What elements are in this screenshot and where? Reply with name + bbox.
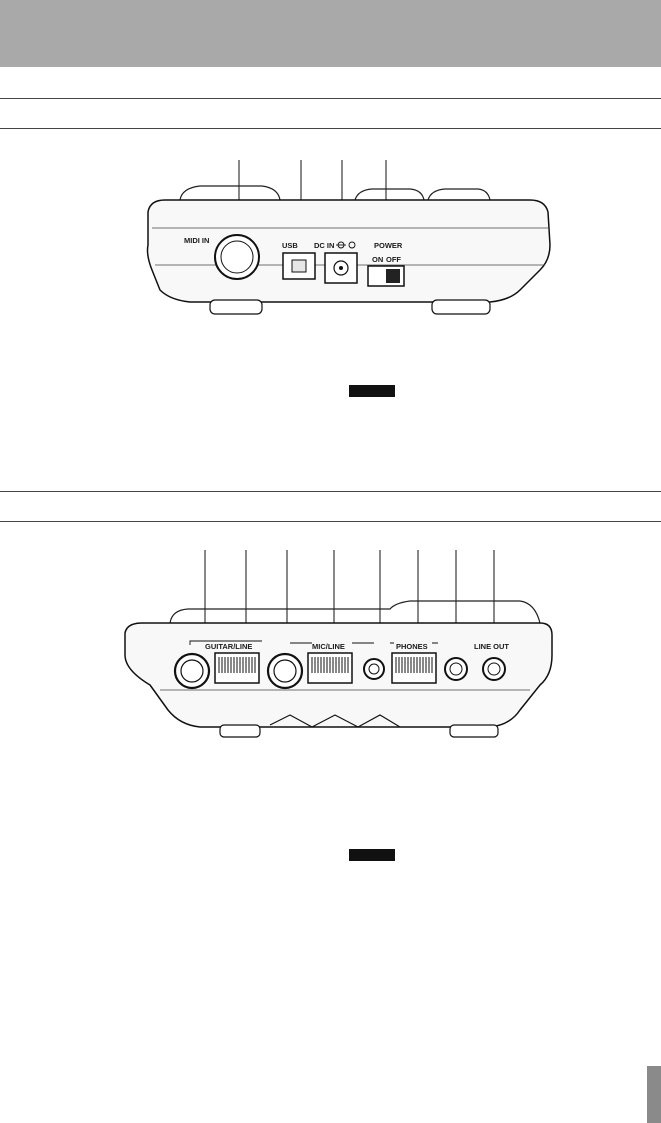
dc-in-label: DC IN	[314, 241, 334, 250]
rear-panel-diagram: MIDI IN USB DC IN POWER ON OFF	[0, 150, 661, 330]
midi-in-label: MIDI IN	[184, 236, 209, 245]
section-rule-top-2	[0, 128, 661, 129]
section-rule-mid-2	[0, 521, 661, 522]
guitar-line-label: GUITAR/LINE	[205, 642, 252, 651]
section-rule-top-1	[0, 98, 661, 99]
mic-line-label: MIC/LINE	[312, 642, 345, 651]
section-rule-mid-1	[0, 491, 661, 492]
note-badge-2	[349, 849, 395, 861]
header-band	[0, 0, 661, 67]
note-badge-1	[349, 385, 395, 397]
dc-polarity-icon	[336, 241, 356, 249]
page-tab	[647, 1066, 661, 1123]
line-out-label: LINE OUT	[474, 642, 509, 651]
power-off-label: OFF	[386, 255, 401, 264]
usb-label: USB	[282, 241, 298, 250]
front-panel-diagram: GUITAR/LINE MIC/LINE PHONES	[0, 545, 661, 745]
phones-label: PHONES	[396, 642, 428, 651]
power-label: POWER	[374, 241, 403, 250]
power-on-label: ON	[372, 255, 383, 264]
